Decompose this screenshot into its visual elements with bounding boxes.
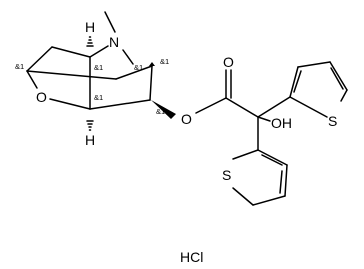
cage-bonds	[26, 11, 153, 110]
stereo-mark: &1	[156, 107, 165, 116]
stereo-mark: &1	[15, 62, 24, 71]
atom-n: N	[109, 34, 119, 50]
wedge-bond-ester	[151, 100, 176, 119]
atom-o-ester: O	[181, 111, 192, 127]
atom-s-lower: S	[222, 167, 231, 183]
wedge-bond-bridgehead	[149, 62, 155, 66]
stereo-mark: &1	[94, 93, 103, 102]
atom-h-upper: H	[85, 19, 95, 35]
stereo-descriptors: &1 &1 &1 &1 &1 &1	[15, 57, 169, 116]
atom-labels: N O O O OH S S H H	[36, 19, 337, 183]
hash-bond-lower-h	[86, 120, 94, 131]
stereo-mark: &1	[94, 63, 103, 72]
ester-bonds	[195, 69, 271, 122]
upper-thiophene-bonds	[257, 61, 348, 118]
lower-thiophene-bonds	[232, 116, 288, 206]
atom-s-upper: S	[328, 113, 337, 129]
atom-h-lower: H	[85, 132, 95, 148]
stereo-mark: &1	[134, 63, 143, 72]
atom-oh: OH	[271, 115, 292, 131]
atom-o-ether: O	[36, 89, 47, 105]
atom-o-carbonyl: O	[223, 54, 234, 70]
salt-label: HCl	[180, 249, 203, 265]
stereo-mark: &1	[160, 57, 169, 66]
hash-bond-upper-h	[86, 36, 94, 47]
